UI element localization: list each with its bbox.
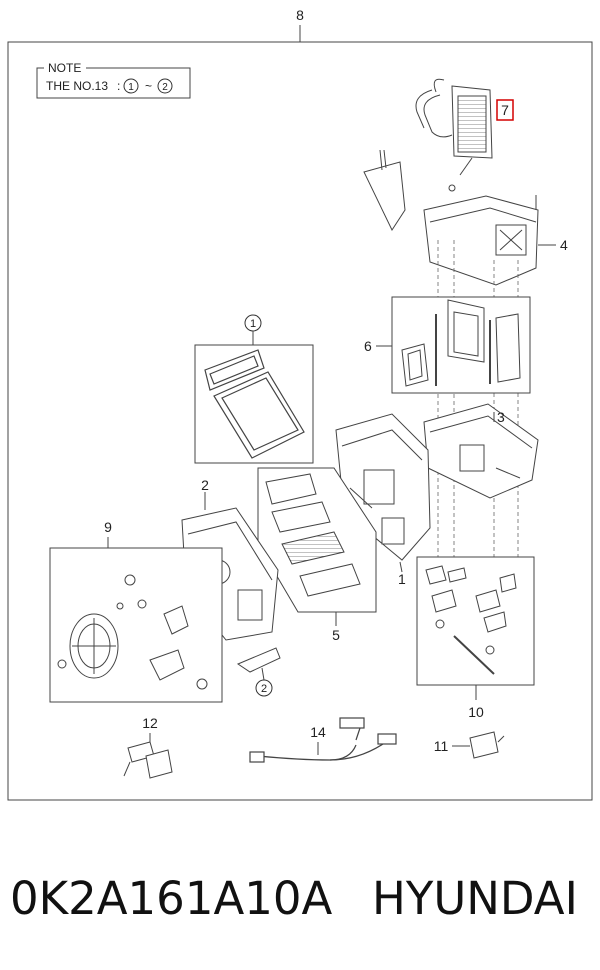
note-from-number: 1 bbox=[128, 82, 134, 93]
callout-3: 3 bbox=[497, 409, 505, 425]
part-caption: 0K2A161A10A HYUNDAI bbox=[0, 862, 600, 942]
mid-case bbox=[423, 403, 539, 499]
seals bbox=[204, 349, 305, 459]
callout-7-highlight bbox=[496, 99, 514, 121]
upper-case bbox=[423, 184, 539, 286]
small-bracket bbox=[236, 647, 281, 673]
heater-core bbox=[415, 78, 493, 176]
callout-seal-1: 1 bbox=[250, 318, 256, 330]
callout-6: 6 bbox=[364, 338, 372, 354]
filters bbox=[265, 473, 361, 597]
callout-2: 2 bbox=[201, 477, 209, 493]
sensor-part bbox=[123, 741, 173, 779]
seal-box bbox=[194, 344, 314, 464]
harness-part bbox=[249, 717, 397, 763]
exploded-parts-diagram: 8 NOTE THE NO.13 : 1 ~ 2 7 bbox=[7, 7, 593, 801]
callout-14: 14 bbox=[310, 724, 326, 740]
note-title: NOTE bbox=[48, 61, 81, 75]
callout-4: 4 bbox=[560, 237, 568, 253]
linkage-parts bbox=[425, 565, 517, 675]
callout-bracket-2: 2 bbox=[261, 683, 267, 695]
part-number: 0K2A161A10A bbox=[10, 872, 333, 925]
note-tilde: ~ bbox=[145, 79, 152, 93]
callout-7: 7 bbox=[501, 102, 509, 118]
note-box: NOTE THE NO.13 : 1 ~ 2 bbox=[36, 61, 191, 99]
note-separator: : bbox=[117, 79, 120, 93]
resistor-part bbox=[469, 731, 505, 759]
callout-12: 12 bbox=[142, 715, 158, 731]
actuator-parts bbox=[57, 574, 208, 690]
callout-11: 11 bbox=[434, 738, 449, 754]
callout-10: 10 bbox=[468, 704, 484, 720]
callout-bracket-2-circle bbox=[255, 679, 273, 697]
note-prefix: THE NO.13 bbox=[46, 79, 108, 93]
note-to-number: 2 bbox=[162, 82, 168, 93]
door-set bbox=[401, 299, 521, 387]
brand-name: HYUNDAI bbox=[372, 872, 578, 925]
callout-1: 1 bbox=[398, 571, 406, 587]
alignment-lines bbox=[437, 240, 519, 580]
leader-1 bbox=[399, 561, 403, 573]
leader-bracket-2 bbox=[261, 667, 265, 681]
diagram-frame bbox=[7, 41, 593, 801]
callout-8: 8 bbox=[296, 7, 304, 23]
duct-flap bbox=[363, 149, 406, 232]
callout-9: 9 bbox=[104, 519, 112, 535]
callout-5: 5 bbox=[332, 627, 340, 643]
